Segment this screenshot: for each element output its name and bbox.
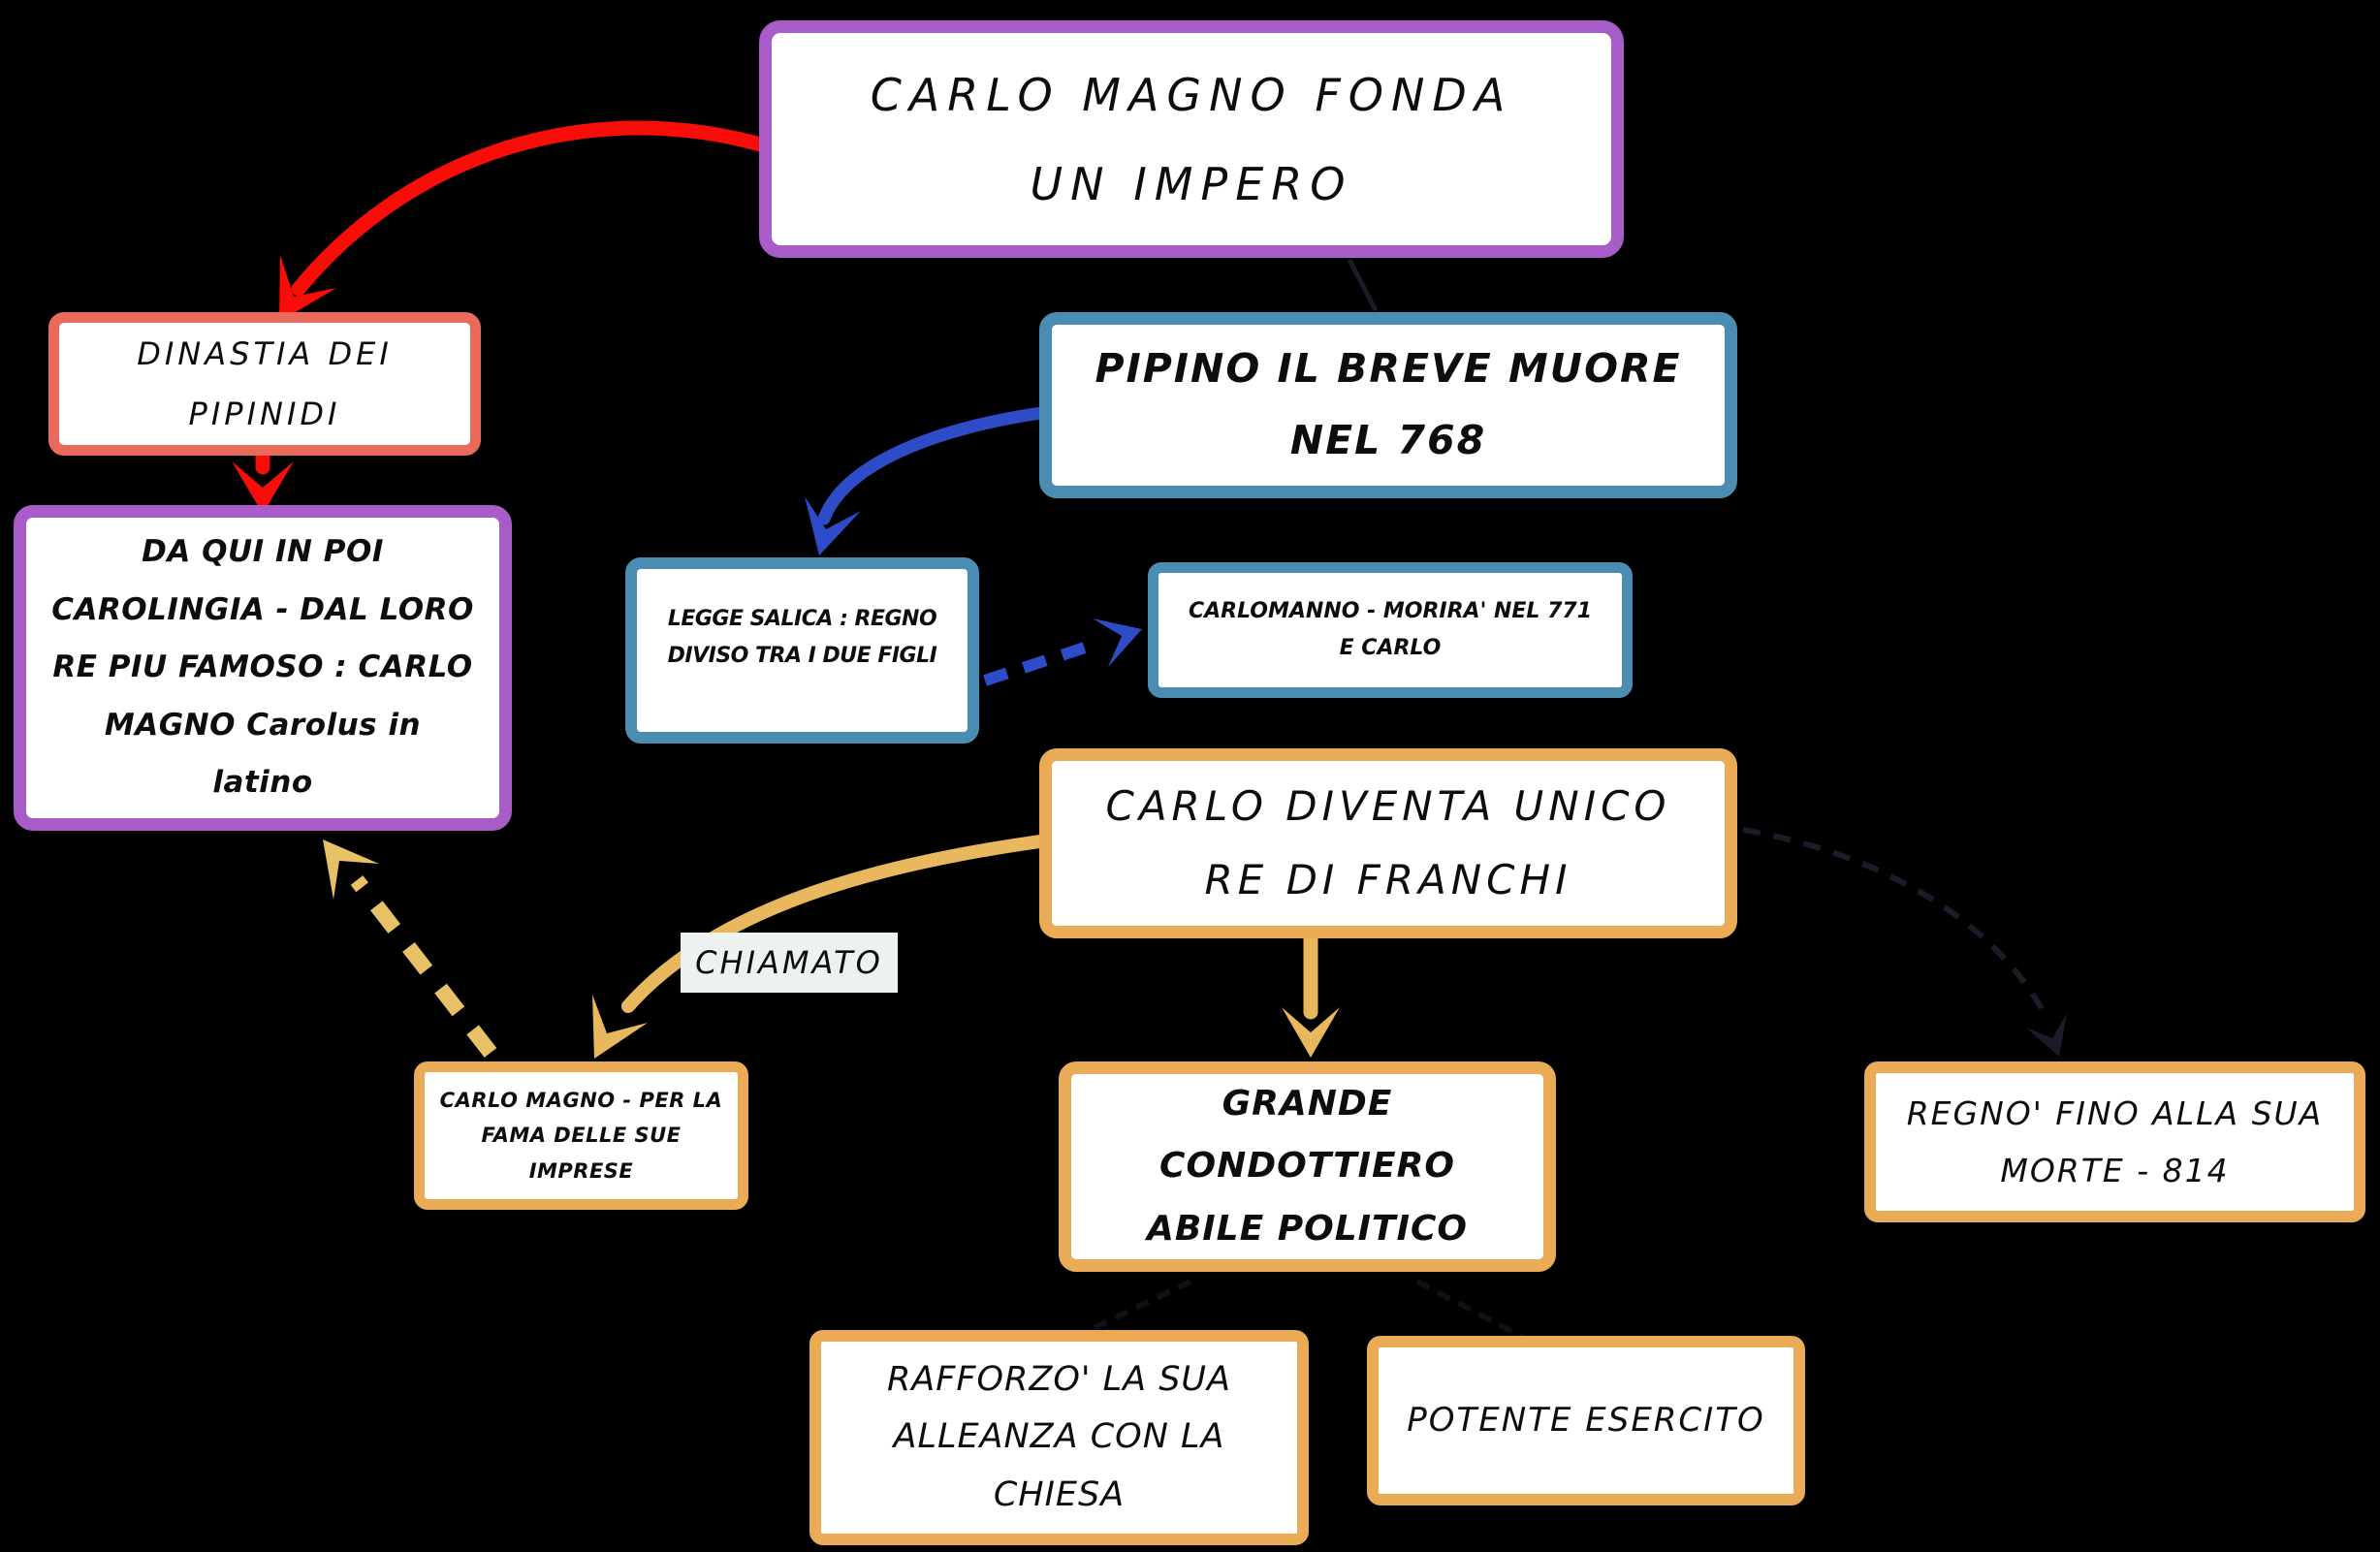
arrowhead-legge-to-carlomanno (1093, 618, 1142, 667)
connector-founder-to-pipino (1347, 258, 1379, 312)
node-potente-esercito[interactable]: POTENTE ESERCITO (1367, 1336, 1805, 1505)
node-label: REGNO' FINO ALLA SUA MORTE - 814 (1906, 1093, 2324, 1189)
arrowhead-pipino-to-legge (805, 496, 861, 555)
arrowhead-diventa-to-grande (1282, 1007, 1340, 1058)
arrow-pipino-to-legge (817, 406, 1048, 525)
arrowhead-diventa-to-fama (592, 995, 648, 1059)
node-label: GRANDE CONDOTTIERO ABILE POLITICO (1146, 1084, 1469, 1249)
arrowhead-founder-to-dinastia (279, 255, 336, 322)
arrow-diventa-to-fama (621, 835, 1047, 1013)
node-dinastia-carolingia[interactable]: DA QUI IN POI CAROLINGIA - DAL LORO RE P… (14, 505, 512, 831)
node-dinastia-pipinidi[interactable]: DINASTIA DEI PIPINIDI (48, 312, 481, 456)
edge-label-text: CHIAMATO (695, 944, 883, 981)
edge-label-chiamato[interactable]: CHIAMATO (681, 933, 898, 993)
node-label: CARLOMANNO - MORIRA' NEL 771 E CARLO (1188, 598, 1593, 661)
node-label: CARLO MAGNO FONDA UN IMPERO (870, 68, 1513, 210)
arrow-legge-to-carlomanno (983, 639, 1095, 686)
arrow-diventa-to-regno (1742, 827, 2050, 1022)
node-grande-condottiero[interactable]: GRANDE CONDOTTIERO ABILE POLITICO (1059, 1061, 1556, 1272)
node-label: POTENTE ESERCITO (1407, 1400, 1765, 1440)
connector-grande-to-potente (1415, 1279, 1526, 1341)
node-label: LEGGE SALICA : REGNO DIVISO TRA I DUE FI… (667, 606, 937, 669)
node-alleanza-chiesa[interactable]: RAFFORZO' LA SUA ALLEANZA CON LA CHIESA (809, 1330, 1309, 1545)
arrowhead-fama-to-carolingia (323, 839, 379, 900)
connector-grande-to-rafforzo (1088, 1279, 1192, 1333)
node-carlo-unico-re[interactable]: CARLO DIVENTA UNICO RE DI FRANCHI (1039, 748, 1737, 938)
node-label: PIPINO IL BREVE MUORE NEL 768 (1095, 345, 1682, 463)
node-label: RAFFORZO' LA SUA ALLEANZA CON LA CHIESA (886, 1359, 1231, 1514)
node-pipino-il-breve[interactable]: PIPINO IL BREVE MUORE NEL 768 (1039, 312, 1737, 498)
node-legge-salica[interactable]: LEGGE SALICA : REGNO DIVISO TRA I DUE FI… (625, 557, 979, 744)
arrow-fama-to-carolingia (350, 875, 497, 1058)
node-carlo-magno-fonda-impero[interactable]: CARLO MAGNO FONDA UN IMPERO (759, 20, 1624, 258)
node-label: CARLO MAGNO - PER LA FAMA DELLE SUE IMPR… (439, 1089, 723, 1183)
node-carlo-magno-fama[interactable]: CARLO MAGNO - PER LA FAMA DELLE SUE IMPR… (414, 1061, 748, 1210)
node-carlomanno-e-carlo[interactable]: CARLOMANNO - MORIRA' NEL 771 E CARLO (1148, 562, 1633, 698)
arrow-founder-to-dinastia (291, 120, 778, 297)
arrowhead-diventa-to-regno (2026, 1013, 2067, 1057)
node-label: CARLO DIVENTA UNICO RE DI FRANCHI (1105, 782, 1671, 903)
node-label: DINASTIA DEI PIPINIDI (137, 334, 393, 432)
node-regno-fino-morte-814[interactable]: REGNO' FINO ALLA SUA MORTE - 814 (1864, 1061, 2365, 1222)
node-label: DA QUI IN POI CAROLINGIA - DAL LORO RE P… (51, 534, 474, 801)
arrowhead-dinastia-to-carolingia (232, 461, 294, 514)
